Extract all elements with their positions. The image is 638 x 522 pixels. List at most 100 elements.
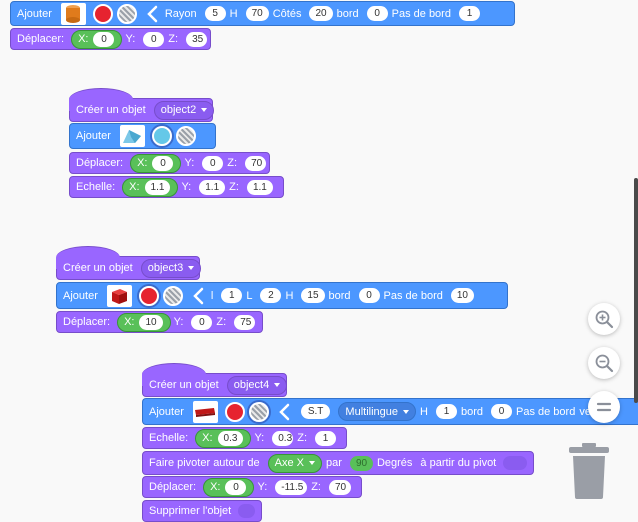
height-input[interactable]: 15: [301, 288, 325, 303]
dropdown-arrow-icon: [188, 266, 195, 270]
z-input[interactable]: 75: [234, 314, 256, 330]
object-dropdown[interactable]: object4: [226, 375, 288, 395]
z-input[interactable]: 70: [245, 155, 267, 171]
h-label: H: [420, 405, 428, 418]
x-input[interactable]: 0.3: [217, 430, 244, 446]
bord-input[interactable]: 0: [366, 6, 388, 21]
axis-dropdown[interactable]: Axe X: [267, 453, 323, 473]
texture-swatch[interactable]: [162, 285, 183, 306]
x-input[interactable]: 0: [152, 155, 174, 171]
bord-label: bord: [336, 7, 359, 20]
scale-block[interactable]: Echelle: X:0.3 Y: 0.3 Z: 1: [142, 427, 347, 449]
x-input[interactable]: 10: [139, 314, 163, 330]
move-block[interactable]: Déplacer: X:0 Y: -11.5 Z: 70: [142, 476, 362, 498]
texture-swatch[interactable]: [248, 401, 269, 422]
pas-de-bord-input[interactable]: 10: [450, 288, 474, 303]
bord-input[interactable]: 0: [358, 288, 380, 303]
bord-input[interactable]: 0: [491, 404, 512, 419]
dropdown-arrow-icon: [274, 383, 281, 387]
rotate-block[interactable]: Faire pivoter autour de Axe X par 90 Deg…: [142, 451, 534, 475]
chevron-left-icon[interactable]: [145, 5, 161, 23]
object-dropdown[interactable]: object2: [153, 100, 215, 120]
add-label: Ajouter: [63, 289, 98, 302]
x-input[interactable]: 1.1: [144, 179, 171, 195]
truncated-label: ve: [579, 405, 591, 418]
color-swatch[interactable]: [224, 401, 245, 422]
wedge-shape-icon[interactable]: [119, 125, 145, 147]
rotate-label: Faire pivoter autour de: [149, 457, 260, 469]
color-swatch[interactable]: [138, 285, 159, 306]
z-input[interactable]: 1: [315, 430, 337, 446]
move-block[interactable]: Déplacer: X:0 Y: 0 Z: 35: [10, 28, 211, 50]
degrees-input[interactable]: 90: [349, 455, 373, 471]
rayon-input[interactable]: 5: [204, 6, 226, 21]
y-input[interactable]: 1.1: [199, 179, 226, 195]
scale-block[interactable]: Echelle: X:1.1 Y: 1.1 Z: 1.1: [69, 176, 284, 198]
delete-object-block[interactable]: Supprimer l'objet: [142, 500, 262, 522]
chevron-left-icon[interactable]: [277, 403, 293, 421]
x-field: X:0: [71, 29, 123, 49]
dropdown-arrow-icon: [403, 409, 410, 414]
width-label: l: [210, 289, 214, 302]
add-text-block[interactable]: Ajouter S.T Multilingue H 1 bord 0 Pas d…: [142, 398, 638, 425]
move-block[interactable]: Déplacer: X:0 Y: 0 Z: 70: [69, 152, 270, 174]
z-input[interactable]: 35: [186, 31, 208, 47]
create-object-label: Créer un objet: [149, 379, 219, 391]
length-input[interactable]: 2: [260, 288, 282, 303]
scrollbar[interactable]: [634, 178, 638, 403]
texture-swatch[interactable]: [175, 126, 196, 146]
x-input[interactable]: 0: [93, 31, 115, 47]
sides-input[interactable]: 20: [309, 6, 333, 21]
z-input[interactable]: 1.1: [246, 179, 273, 195]
par-label: par: [326, 457, 342, 469]
chevron-left-icon[interactable]: [191, 287, 207, 305]
scale-label: Echelle:: [149, 432, 189, 444]
object-dropdown[interactable]: object3: [140, 258, 202, 278]
z-input[interactable]: 70: [328, 479, 351, 495]
text-input[interactable]: S.T: [300, 404, 331, 419]
color-swatch[interactable]: [92, 3, 113, 24]
cylinder-shape-icon[interactable]: [60, 2, 86, 25]
z-label: Z:: [229, 181, 239, 193]
z-label: Z:: [297, 432, 308, 444]
y-input[interactable]: -11.5: [275, 479, 308, 495]
color-swatch[interactable]: [151, 126, 172, 146]
y-input[interactable]: 0: [191, 314, 213, 330]
pas-de-bord-input[interactable]: 1: [458, 6, 480, 21]
texture-swatch[interactable]: [116, 3, 137, 24]
object-slot[interactable]: [238, 504, 255, 518]
reset-zoom-button[interactable]: [588, 391, 620, 423]
move-label: Déplacer:: [17, 33, 65, 45]
zoom-in-button[interactable]: [588, 303, 620, 335]
sides-label: Côtés: [272, 7, 302, 20]
delete-label: Supprimer l'objet: [149, 505, 232, 517]
move-label: Déplacer:: [76, 157, 124, 169]
text-shape-icon[interactable]: [192, 400, 218, 423]
y-input[interactable]: 0: [202, 155, 224, 171]
y-input[interactable]: 0: [143, 31, 165, 47]
pivot-slot[interactable]: [503, 456, 527, 470]
rayon-label: Rayon: [164, 7, 197, 20]
language-dropdown[interactable]: Multilingue: [338, 402, 417, 421]
z-label: Z:: [216, 316, 227, 328]
z-label: Z:: [311, 481, 321, 493]
zoom-out-button[interactable]: [588, 347, 620, 379]
x-input[interactable]: 0: [225, 479, 247, 495]
trash-can[interactable]: [566, 441, 612, 501]
cube-shape-icon[interactable]: [106, 284, 132, 307]
y-input[interactable]: 0.3: [272, 430, 294, 446]
add-cylinder-block[interactable]: Ajouter Rayon 5 H 70 Côtés 20 bord 0 Pas…: [10, 1, 515, 26]
zoom-out-icon: [595, 354, 614, 373]
create-object-block[interactable]: Créer un objet object4: [142, 363, 288, 397]
width-input[interactable]: 1: [221, 288, 243, 303]
add-shape-block[interactable]: Ajouter: [69, 123, 216, 149]
y-label: Y:: [257, 481, 268, 493]
height-input[interactable]: 1: [435, 404, 457, 419]
add-box-block[interactable]: Ajouter l 1 L 2 H 15 bord 0 Pas de bord …: [56, 282, 508, 309]
height-input[interactable]: 70: [245, 6, 269, 21]
move-block[interactable]: Déplacer: X:10 Y: 0 Z: 75: [56, 311, 263, 333]
create-object-block[interactable]: Créer un objet object2: [69, 88, 215, 122]
y-label: Y:: [254, 432, 265, 444]
create-object-block[interactable]: Créer un objet object3: [56, 246, 202, 280]
pas-de-bord-label: Pas de bord: [391, 7, 451, 20]
